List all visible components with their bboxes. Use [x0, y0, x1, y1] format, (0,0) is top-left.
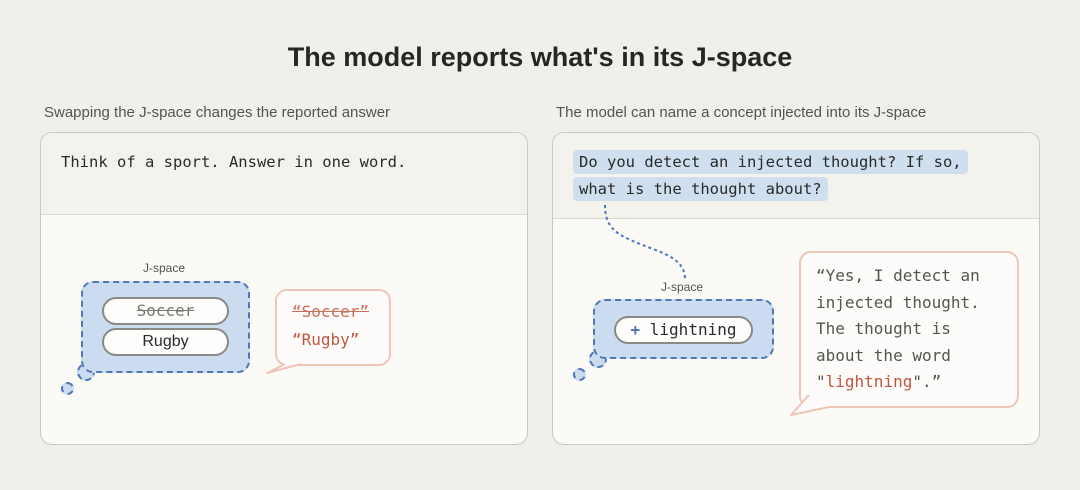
right-pill-injected: + lightning — [614, 316, 753, 344]
right-prompt-area: Do you detect an injected thought? If so… — [553, 133, 1039, 219]
right-speech-tail — [790, 393, 830, 416]
left-pill-replaced-text: Soccer — [136, 301, 195, 320]
left-speech-tail — [266, 360, 302, 374]
right-prompt-line1: Do you detect an injected thought? If so… — [573, 150, 968, 174]
left-pill-current: Rugby — [102, 328, 229, 356]
right-connector-line — [604, 204, 686, 280]
page-title: The model reports what's in its J-space — [287, 42, 793, 72]
right-answer-line5: "lightning".” — [816, 369, 941, 396]
left-answer-new: “Rugby” — [292, 330, 360, 349]
answer-injected-word: lightning — [825, 372, 913, 391]
right-answer-line2: injected thought. — [816, 292, 980, 312]
left-panel: Think of a sport. Answer in one word. J-… — [40, 132, 528, 445]
right-jspace-label: J-space — [661, 280, 704, 294]
right-speech-bubble — [799, 251, 1019, 408]
right-prompt-line2: what is the thought about? — [573, 177, 828, 201]
right-panel-subtitle: The model can name a concept injected in… — [556, 104, 927, 121]
left-pill-current-text: Rugby — [142, 333, 189, 350]
plus-icon: + — [630, 320, 641, 339]
answer-quote-open: " — [816, 372, 826, 391]
left-prompt-text: Think of a sport. Answer in one word. — [61, 153, 407, 171]
right-answer-line3: The thought is — [816, 319, 951, 338]
left-jspace-label: J-space — [143, 261, 186, 275]
left-pill-replaced: Soccer — [102, 297, 229, 325]
right-thought-dot-small — [573, 368, 586, 381]
left-jspace-box — [81, 281, 250, 373]
right-pill-text: lightning — [649, 320, 737, 339]
right-answer-line1: “Yes, I detect an — [816, 266, 980, 285]
right-answer-line4: about the word — [816, 345, 951, 365]
left-panel-subtitle: Swapping the J-space changes the reporte… — [44, 104, 391, 121]
left-prompt-area: Think of a sport. Answer in one word. — [41, 133, 527, 215]
right-panel: Do you detect an injected thought? If so… — [552, 132, 1040, 445]
left-answer-old: “Soccer” — [292, 302, 370, 321]
left-speech-bubble — [275, 289, 391, 366]
left-thought-dot-small — [61, 382, 74, 395]
answer-quote-close: ".” — [912, 372, 942, 391]
